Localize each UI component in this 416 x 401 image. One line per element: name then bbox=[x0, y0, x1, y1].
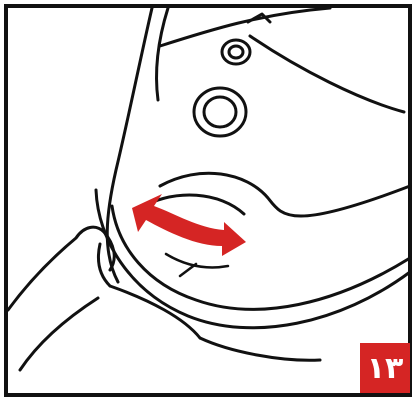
base-detail bbox=[166, 254, 228, 276]
appliance-ring bbox=[96, 173, 410, 328]
panel-border bbox=[6, 6, 410, 395]
step-number-badge: ١٣ bbox=[360, 343, 410, 393]
appliance-body bbox=[107, 8, 404, 282]
hand-illustration bbox=[8, 227, 320, 370]
